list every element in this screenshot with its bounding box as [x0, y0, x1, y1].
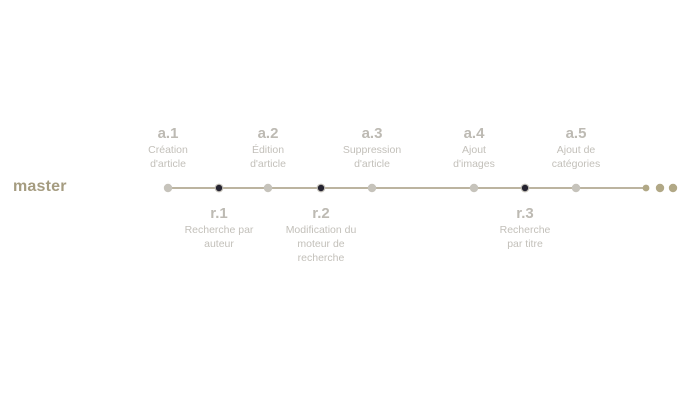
commit-description: Édition [251, 144, 285, 156]
continuation-dot [655, 183, 665, 193]
commit-description: Recherche par [184, 224, 254, 236]
commit-node-a-5 [571, 183, 581, 193]
commit-node-r-3 [520, 183, 530, 193]
commit-description: Création [148, 144, 188, 156]
commit-node-a-1 [163, 183, 173, 193]
commit-id: a.1 [157, 125, 179, 142]
commit-description: auteur [204, 238, 234, 250]
commit-id: a.5 [565, 125, 587, 142]
commit-id: a.4 [463, 125, 485, 142]
continuation-dot [642, 184, 650, 192]
commit-description: moteur de [297, 238, 345, 250]
commit-id: r.1 [210, 205, 228, 222]
commit-id: a.3 [361, 125, 383, 142]
commit-description: Suppression [342, 144, 402, 156]
commit-id: r.3 [516, 205, 534, 222]
branch-label: master [13, 178, 67, 195]
commit-description: Ajout [462, 144, 486, 156]
commit-description: d'images [453, 158, 495, 170]
commit-description: d'article [150, 158, 186, 170]
commit-id: a.2 [257, 125, 279, 142]
commit-node-a-2 [263, 183, 273, 193]
commit-description: par titre [507, 238, 543, 250]
commit-node-r-1 [214, 183, 224, 193]
commit-description: recherche [297, 252, 345, 264]
commit-description: Ajout de [556, 144, 596, 156]
commit-description: catégories [551, 158, 601, 170]
commit-description: Modification du [285, 224, 357, 236]
commit-description: d'article [250, 158, 286, 170]
commit-node-a-4 [469, 183, 479, 193]
continuation-dot [668, 183, 678, 193]
commit-description: Recherche [499, 224, 551, 236]
commit-id: r.2 [312, 205, 330, 222]
commit-node-r-2 [316, 183, 326, 193]
commit-description: d'article [354, 158, 390, 170]
commit-node-a-3 [367, 183, 377, 193]
